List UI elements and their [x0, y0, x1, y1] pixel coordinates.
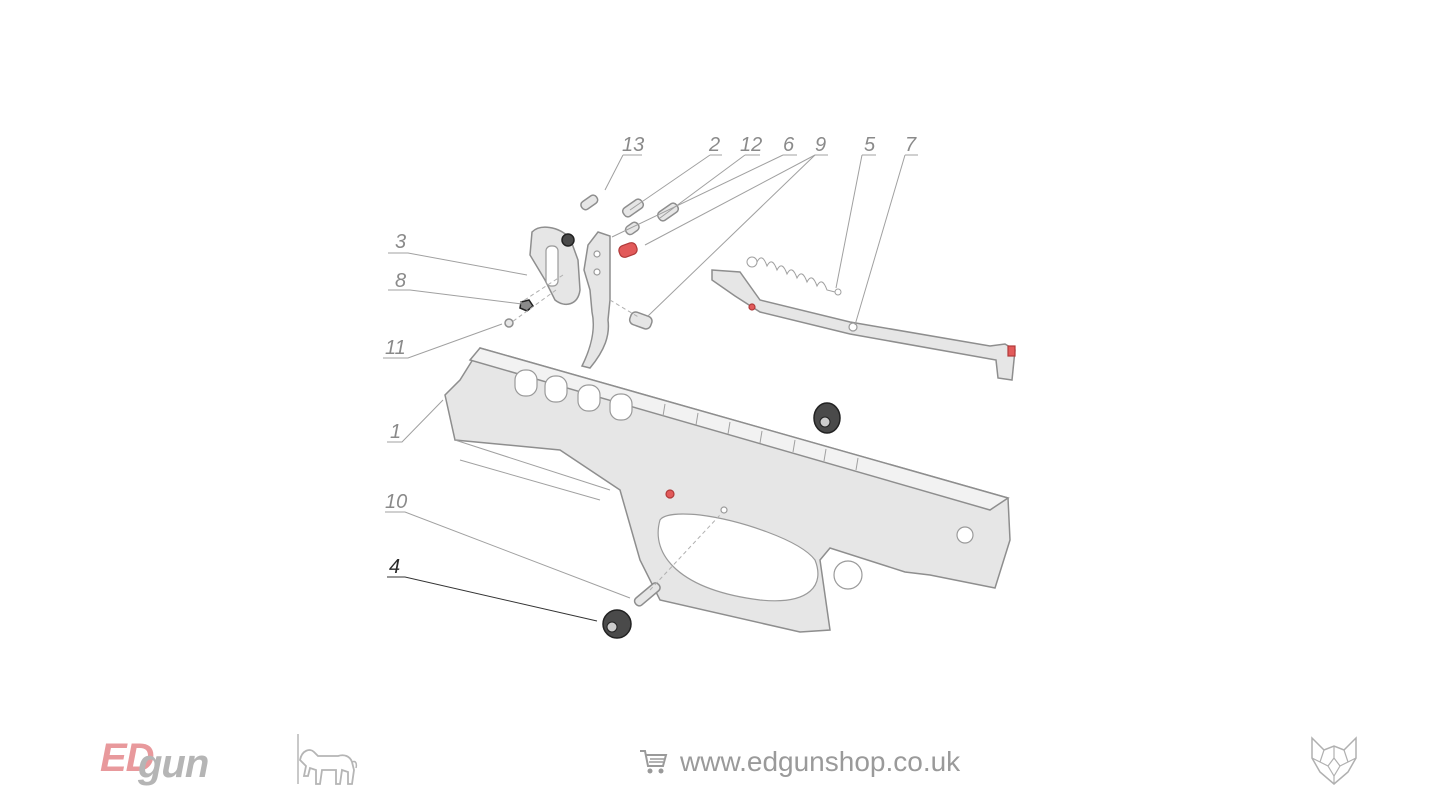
- callout-10: 10: [385, 491, 407, 513]
- callout-1: 1: [390, 421, 401, 443]
- trigger-part: [580, 231, 611, 369]
- callout-9: 9: [815, 134, 826, 156]
- callout-8: 8: [395, 270, 406, 292]
- website-url[interactable]: www.edgunshop.co.uk: [680, 746, 961, 777]
- callout-labels: 13 2 12 6 9 5 7 3 8 11 1 10 4: [385, 134, 917, 578]
- logo-gun-text: gun: [138, 742, 209, 786]
- lever-part: [711, 269, 1016, 381]
- grommet-part: [602, 402, 841, 639]
- callout-7: 7: [905, 134, 917, 156]
- callout-11: 11: [385, 337, 406, 359]
- leader-lines: [383, 154, 918, 622]
- spring-part: [746, 256, 842, 296]
- footer-divider: [297, 734, 299, 784]
- dog-icon: [299, 749, 358, 785]
- wolf-icon: [1311, 736, 1357, 785]
- callout-6: 6: [783, 134, 795, 156]
- callout-5: 5: [864, 134, 876, 156]
- logo-ed-text: ED: [100, 736, 155, 780]
- callout-3: 3: [395, 231, 406, 253]
- footer-bar: ED gun www.edgunshop.co.uk: [0, 718, 1445, 807]
- trigger-housing-part: [444, 347, 1011, 633]
- callout-12: 12: [740, 134, 762, 156]
- sear-part: [529, 226, 581, 306]
- callout-4: 4: [389, 556, 400, 578]
- callout-2: 2: [708, 134, 720, 156]
- cart-icon: [640, 750, 668, 774]
- callout-13: 13: [622, 134, 644, 156]
- shop-link[interactable]: www.edgunshop.co.uk: [638, 744, 960, 780]
